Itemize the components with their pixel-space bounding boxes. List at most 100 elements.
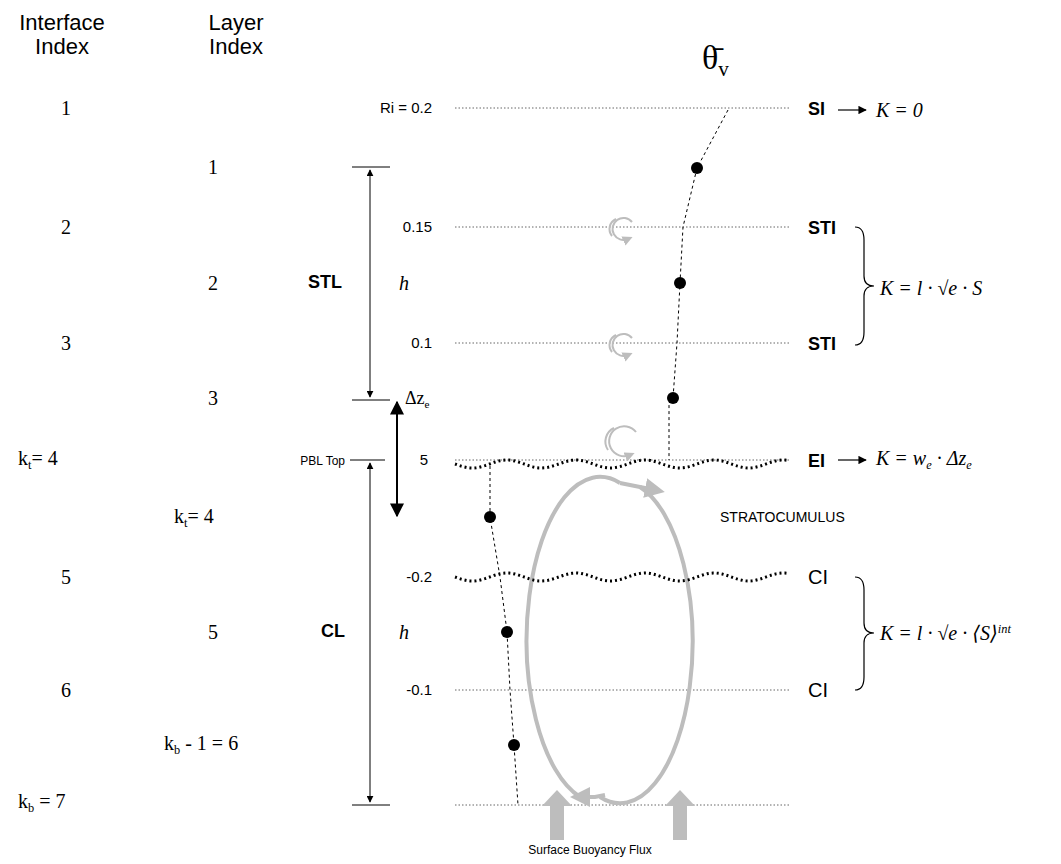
column-heading-group: Layer Index xyxy=(196,11,276,59)
top-layer-index: k xyxy=(174,505,184,527)
theta-symbol: v xyxy=(718,57,729,81)
depth-label: h xyxy=(399,621,409,643)
profile-dots xyxy=(484,162,703,751)
top-interface-index: k xyxy=(18,447,28,469)
layer-number: 2 xyxy=(208,272,218,294)
column-heading: Layer Index xyxy=(208,10,263,59)
ri-value: -0.1 xyxy=(406,681,432,698)
ri-value-group: 0.1 xyxy=(411,335,432,352)
layer-number-group: 1 xyxy=(208,156,218,178)
layer-type: CL xyxy=(321,621,345,641)
depth-label: h xyxy=(399,272,409,294)
layer-number: 3 xyxy=(208,387,218,409)
interface-number-group: 1 xyxy=(61,97,71,119)
bottom-layer-index: - 1 = 6 xyxy=(180,732,238,754)
stl-depth-arrow xyxy=(352,167,390,400)
bottom-interface-index-group: kb = 7 xyxy=(18,790,65,816)
circulation-loop xyxy=(527,477,693,803)
layer-type: STL xyxy=(308,272,342,292)
layer-type-group: STL xyxy=(308,273,342,293)
diffusivity-formula: e xyxy=(966,458,972,472)
flux-label: Surface Buoyancy Flux xyxy=(528,843,651,857)
diffusivity-formula: K = l · √e · S xyxy=(880,277,982,299)
pbl-top-label: PBL Top xyxy=(300,454,345,468)
ri-value-group: 0.15 xyxy=(403,219,432,236)
interface-type-group: SI xyxy=(808,100,825,120)
layer-type-group: CL xyxy=(321,622,345,642)
bottom-interface-index: = 7 xyxy=(34,790,65,812)
interface-type: CI xyxy=(808,679,828,701)
entrainment-depth-label: e xyxy=(425,398,430,410)
layer-number-group: 2 xyxy=(208,272,218,294)
ri-value: -0.2 xyxy=(406,568,432,585)
pbl-top-label-group: PBL Top xyxy=(300,455,345,468)
diffusivity-formula: K = l · √e · ⟨S⟩ xyxy=(880,622,998,644)
diffusivity-formula: · Δz xyxy=(932,447,967,469)
bottom-layer-index-group: kb - 1 = 6 xyxy=(164,732,238,758)
interface-type: EI xyxy=(808,451,825,471)
interface-type-group: STI xyxy=(808,335,836,355)
column-heading: Interface Index xyxy=(19,10,105,59)
diffusivity-formula: K = w xyxy=(876,447,926,469)
interface-number: 1 xyxy=(61,97,71,119)
interface-type-group: STI xyxy=(808,219,836,239)
ri-value: 0.15 xyxy=(403,218,432,235)
cloud-label-group: STRATOCUMULUS xyxy=(720,510,845,525)
buoyancy-flux-arrows xyxy=(542,790,695,840)
theta-symbol: θ̄ xyxy=(702,39,718,76)
top-layer-index-group: kt= 4 xyxy=(174,505,214,531)
diffusivity-formula: K = 0 xyxy=(876,99,923,121)
top-interface-index-group: kt= 4 xyxy=(18,447,58,473)
ri-value-group: 5 xyxy=(420,452,428,469)
interface-number: 3 xyxy=(61,332,71,354)
bottom-layer-index: b xyxy=(174,743,180,757)
diffusivity-formula-group: K = l · √e · ⟨S⟩int xyxy=(880,622,1011,644)
diffusivity-formula: e xyxy=(926,458,932,472)
layer-number-group: 3 xyxy=(208,387,218,409)
bottom-interface-index: b xyxy=(28,801,34,815)
interface-type: CI xyxy=(808,566,828,588)
theta-symbol-group: θ̄v xyxy=(702,39,729,82)
interface-number: 5 xyxy=(61,566,71,588)
pbl-top-tick xyxy=(350,460,385,461)
entrainment-depth-arrow xyxy=(396,402,398,516)
ri-value: 0.1 xyxy=(411,334,432,351)
layer-number: 1 xyxy=(208,156,218,178)
diffusivity-formula-group: K = l · √e · S xyxy=(880,277,982,299)
interface-number: 6 xyxy=(61,679,71,701)
interface-number-group: 2 xyxy=(61,216,71,238)
theta-profile xyxy=(490,110,728,805)
diffusivity-formula-group: K = 0 xyxy=(876,99,923,121)
interface-lines xyxy=(455,108,790,805)
top-interface-index: t xyxy=(28,458,31,472)
column-heading-group: Interface Index xyxy=(10,11,115,59)
bottom-interface-index: k xyxy=(18,790,28,812)
interface-type-group: CI xyxy=(808,566,828,588)
flux-label-group: Surface Buoyancy Flux xyxy=(528,844,651,857)
ri-value-group: -0.1 xyxy=(406,682,432,699)
entrainment-depth-label-group: Δze xyxy=(405,389,430,410)
ri-value-group: Ri = 0.2 xyxy=(380,100,432,117)
interface-number-group: 3 xyxy=(61,332,71,354)
depth-label-group: h xyxy=(399,272,409,294)
cloud-boundary xyxy=(455,573,788,581)
interface-number: 2 xyxy=(61,216,71,238)
cloud-boundary xyxy=(455,460,788,468)
diffusivity-formula: int xyxy=(998,622,1011,636)
bottom-layer-index: k xyxy=(164,732,174,754)
layer-number: 5 xyxy=(208,621,218,643)
top-interface-index: = 4 xyxy=(31,447,57,469)
cl-depth-arrow xyxy=(352,463,390,805)
right-pointers xyxy=(838,110,874,690)
entrainment-depth-label: Δz xyxy=(405,388,425,408)
top-layer-index: t xyxy=(184,516,187,530)
ri-value: 5 xyxy=(420,451,428,468)
interface-type: SI xyxy=(808,99,825,119)
ri-value-group: -0.2 xyxy=(406,569,432,586)
interface-type: STI xyxy=(808,334,836,354)
interface-type-group: EI xyxy=(808,452,825,472)
depth-label-group: h xyxy=(399,621,409,643)
small-eddies xyxy=(605,218,636,456)
